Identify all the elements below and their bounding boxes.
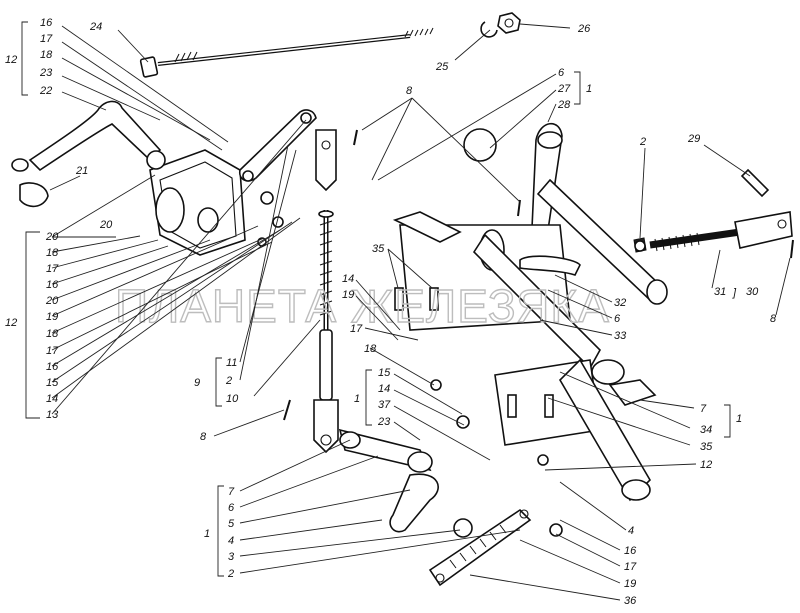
label-22: 22 — [39, 85, 52, 97]
label-group-12-left: 12 — [5, 317, 17, 329]
label-27: 27 — [557, 83, 571, 95]
label-18-center: 18 — [364, 343, 377, 355]
label-30: 30 — [746, 286, 759, 298]
callout-labels: 16 17 18 23 22 12 24 25 26 21 8 6 27 28 … — [5, 17, 777, 607]
label-group-1-top: 1 — [586, 83, 592, 95]
label-23-mid: 23 — [377, 416, 391, 428]
knob-21 — [19, 182, 49, 208]
label-28: 28 — [557, 99, 571, 111]
label-17-center: 17 — [350, 323, 363, 335]
bracket-31-30: ] — [732, 287, 737, 299]
label-17-right: 17 — [624, 561, 637, 573]
label-19-right: 19 — [624, 578, 636, 590]
label-7-bottom: 7 — [228, 486, 235, 498]
leader-lines — [21, 21, 791, 601]
label-2-g9: 2 — [225, 375, 232, 387]
label-2-bottom: 2 — [227, 568, 234, 580]
label-19-center: 19 — [342, 289, 354, 301]
clevis-lower — [313, 399, 339, 454]
label-34: 34 — [700, 424, 712, 436]
label-37: 37 — [378, 399, 391, 411]
nut-26 — [497, 12, 521, 34]
label-35-center: 35 — [372, 243, 385, 255]
label-35-right: 35 — [700, 441, 713, 453]
label-6-bottom: 6 — [228, 502, 235, 514]
clevis-upper — [315, 129, 337, 192]
label-21: 21 — [75, 165, 88, 177]
label-18-left: 18 — [46, 247, 59, 259]
label-20-a: 20 — [45, 231, 59, 243]
label-8-top: 8 — [406, 85, 413, 97]
label-17-left-b: 17 — [46, 345, 59, 357]
label-15-mid: 15 — [378, 367, 391, 379]
label-7-right: 7 — [700, 403, 707, 415]
ball-knob — [463, 128, 497, 162]
watermark: ПЛАНЕТА ЖЕЛЕЗЯКА — [115, 280, 610, 332]
label-4-right: 4 — [628, 525, 634, 537]
label-12-right: 12 — [700, 459, 712, 471]
label-group-12-top: 12 — [5, 54, 17, 66]
label-29: 29 — [687, 133, 700, 145]
label-17-left: 17 — [46, 263, 59, 275]
label-16-left-b: 16 — [46, 361, 59, 373]
label-18-left-b: 18 — [46, 328, 59, 340]
label-14-left: 14 — [46, 393, 58, 405]
label-16-right: 16 — [624, 545, 637, 557]
rod-24-drawing — [139, 27, 434, 78]
label-18-top: 18 — [40, 49, 53, 61]
label-3-bottom: 3 — [228, 551, 235, 563]
clevis-31 — [734, 211, 793, 249]
lever-6 — [389, 473, 439, 533]
label-36: 36 — [624, 595, 637, 607]
label-11: 11 — [226, 357, 237, 369]
circlip-25 — [480, 21, 498, 38]
label-4-bottom: 4 — [228, 535, 234, 547]
label-16-left: 16 — [46, 279, 59, 291]
label-23-top: 23 — [39, 67, 53, 79]
label-6-top: 6 — [558, 67, 565, 79]
label-2-right: 2 — [639, 136, 646, 148]
label-group-9: 9 — [194, 377, 200, 389]
link-11 — [238, 109, 317, 182]
label-14-mid: 14 — [378, 383, 390, 395]
label-group-1-bottom: 1 — [204, 528, 210, 540]
label-26: 26 — [577, 23, 591, 35]
label-8-right: 8 — [770, 313, 777, 325]
pin-29 — [740, 168, 770, 198]
label-25: 25 — [435, 61, 449, 73]
label-19-left: 19 — [46, 311, 58, 323]
label-5-bottom: 5 — [228, 518, 235, 530]
label-14-center: 14 — [342, 273, 354, 285]
label-group-1-right: 1 — [736, 413, 742, 425]
label-16-top: 16 — [40, 17, 53, 29]
label-15-left: 15 — [46, 377, 59, 389]
label-8-left: 8 — [200, 431, 207, 443]
label-group-1-mid: 1 — [354, 393, 360, 405]
label-32: 32 — [614, 297, 626, 309]
label-17-top: 17 — [40, 33, 53, 45]
label-13-left: 13 — [46, 409, 59, 421]
label-20-b: 20 — [99, 219, 113, 231]
label-33: 33 — [614, 330, 627, 342]
label-31: 31 — [714, 286, 726, 298]
label-24: 24 — [89, 21, 102, 33]
label-20-c: 20 — [45, 295, 59, 307]
label-10: 10 — [226, 393, 239, 405]
spring-36 — [428, 508, 532, 587]
label-6-right: 6 — [614, 313, 621, 325]
lever-22 — [28, 100, 162, 172]
